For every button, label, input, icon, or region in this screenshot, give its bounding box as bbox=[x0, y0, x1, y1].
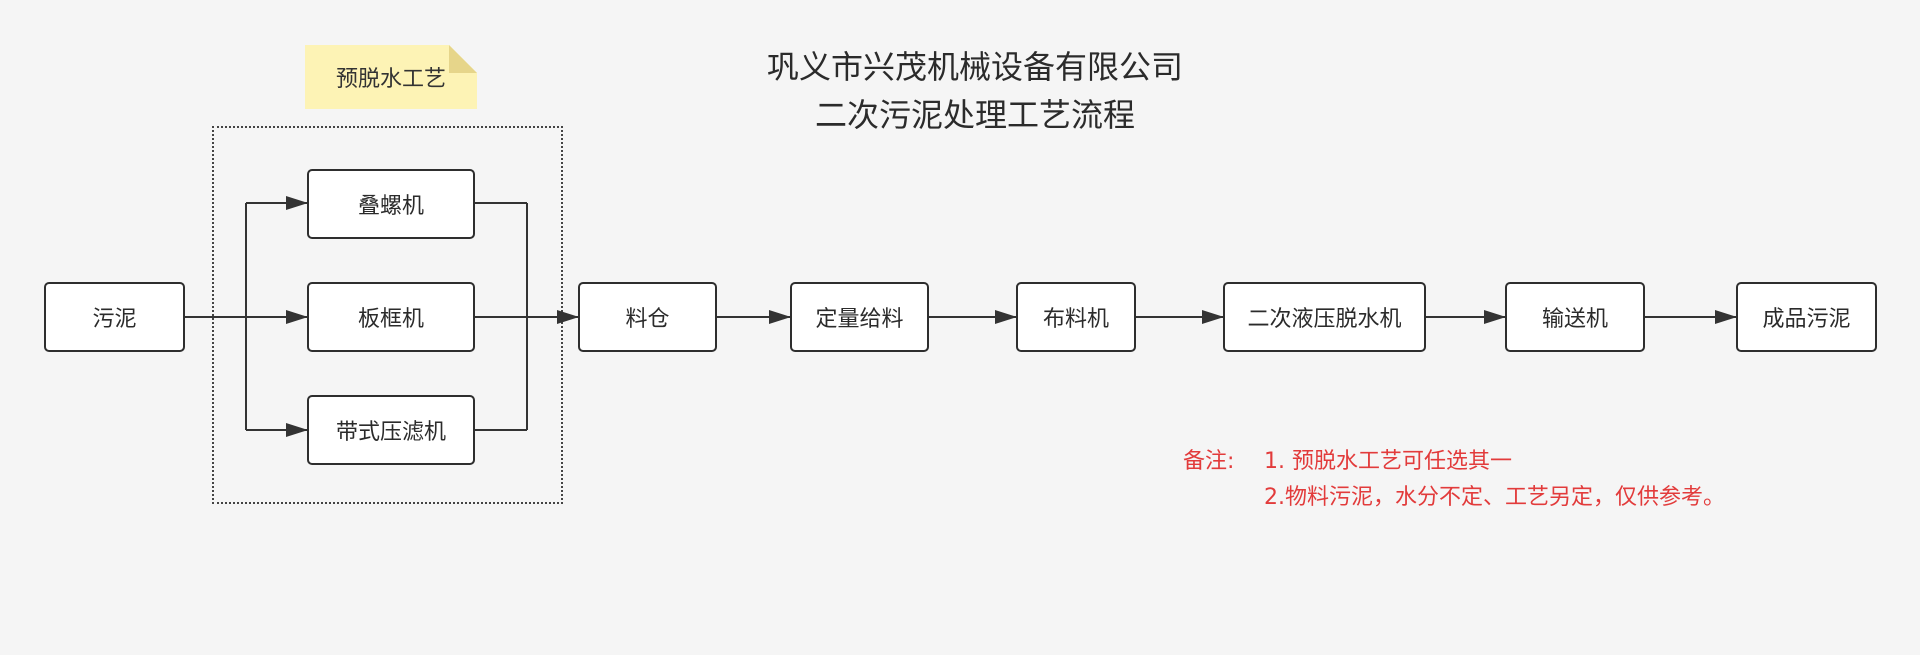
node-conveyor-label: 输送机 bbox=[1541, 307, 1608, 332]
node-metered-feed-label: 定量给料 bbox=[815, 307, 904, 332]
node-screw-press[interactable]: 叠螺机 bbox=[307, 169, 475, 239]
node-plate-frame-label: 板框机 bbox=[357, 307, 424, 332]
node-distributor[interactable]: 布料机 bbox=[1016, 282, 1136, 352]
node-final-sludge[interactable]: 成品污泥 bbox=[1736, 282, 1877, 352]
node-conveyor[interactable]: 输送机 bbox=[1505, 282, 1645, 352]
diagram-title-process: 二次污泥处理工艺流程 bbox=[814, 96, 1135, 134]
node-belt-filter[interactable]: 带式压滤机 bbox=[307, 395, 475, 465]
node-metered-feed[interactable]: 定量给料 bbox=[790, 282, 929, 352]
node-bin[interactable]: 料仓 bbox=[578, 282, 717, 352]
node-sludge[interactable]: 污泥 bbox=[44, 282, 185, 352]
node-hydraulic-dewater-label: 二次液压脱水机 bbox=[1247, 307, 1402, 332]
remark-item-2: 2.物料污泥，水分不定、工艺另定，仅供参考。 bbox=[1264, 485, 1725, 510]
node-bin-label: 料仓 bbox=[625, 307, 670, 332]
node-hydraulic-dewater[interactable]: 二次液压脱水机 bbox=[1223, 282, 1426, 352]
node-sludge-label: 污泥 bbox=[92, 307, 137, 332]
node-final-sludge-label: 成品污泥 bbox=[1762, 307, 1851, 332]
remarks-label: 备注: bbox=[1183, 449, 1235, 474]
node-belt-filter-label: 带式压滤机 bbox=[335, 420, 446, 445]
node-distributor-label: 布料机 bbox=[1042, 307, 1109, 332]
remark-item-1: 1. 预脱水工艺可任选其一 bbox=[1264, 449, 1512, 474]
node-screw-press-label: 叠螺机 bbox=[357, 194, 424, 219]
sticky-note-label: 预脱水工艺 bbox=[335, 67, 446, 92]
sticky-note-pre-dewatering[interactable]: 预脱水工艺 bbox=[305, 45, 477, 109]
node-plate-frame[interactable]: 板框机 bbox=[307, 282, 475, 352]
diagram-title-company: 巩义市兴茂机械设备有限公司 bbox=[766, 48, 1183, 86]
